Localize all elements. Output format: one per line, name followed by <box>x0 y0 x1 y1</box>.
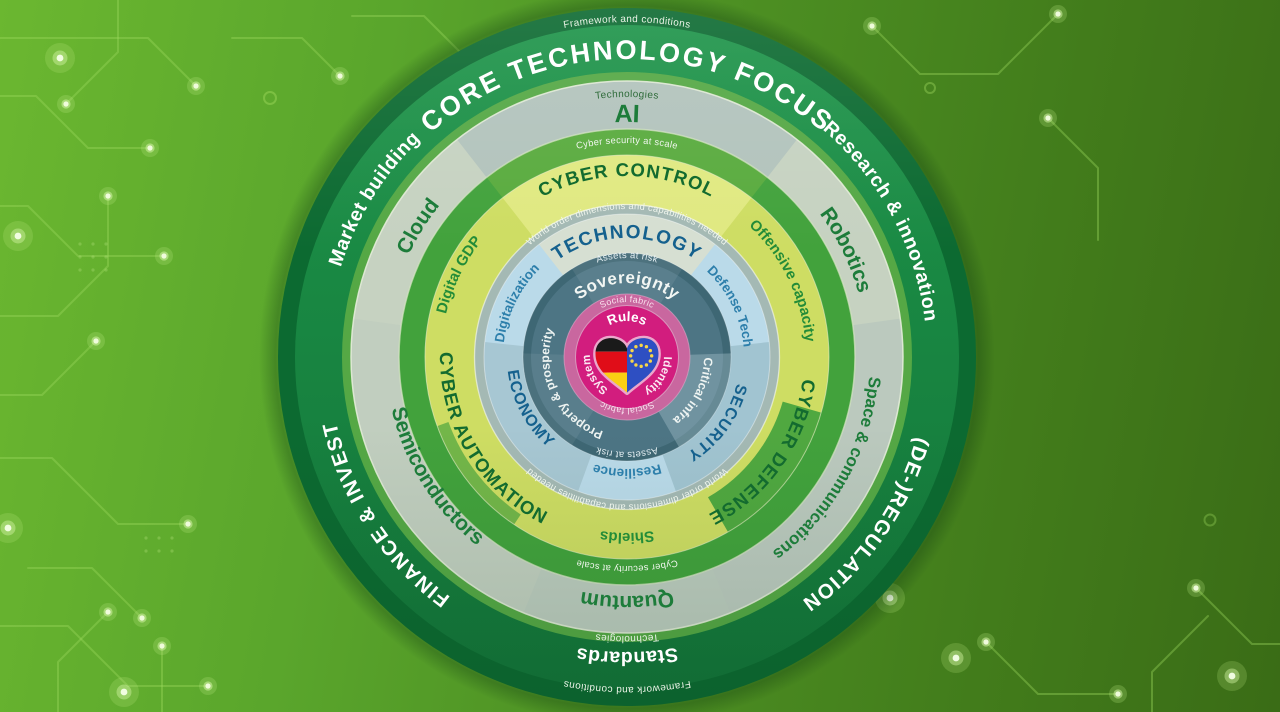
circuit-node-dots <box>0 5 1247 707</box>
caption-technologies-top: Technologies <box>595 89 660 102</box>
label-quantum: Quantum <box>579 587 676 614</box>
heart-germany-eu-flags-icon <box>593 335 661 395</box>
germany-flag-red-stripe <box>595 351 627 373</box>
label-ai: AI <box>614 100 640 128</box>
caption-assets-top: Assets at risk <box>595 250 659 266</box>
germany-flag-black-stripe <box>595 338 627 352</box>
eu-flag-stars <box>628 343 654 369</box>
strategy-wheel: CORE TECHNOLOGY FOCUS Research & innovat… <box>259 0 995 712</box>
caption-assets-bottom: Assets at risk <box>595 444 659 460</box>
caption-technologies-bottom: Technologies <box>595 631 660 644</box>
label-standards: Standards <box>574 643 679 669</box>
label-shields: Shields <box>599 527 655 546</box>
label-resilience: Resilience <box>590 461 662 481</box>
